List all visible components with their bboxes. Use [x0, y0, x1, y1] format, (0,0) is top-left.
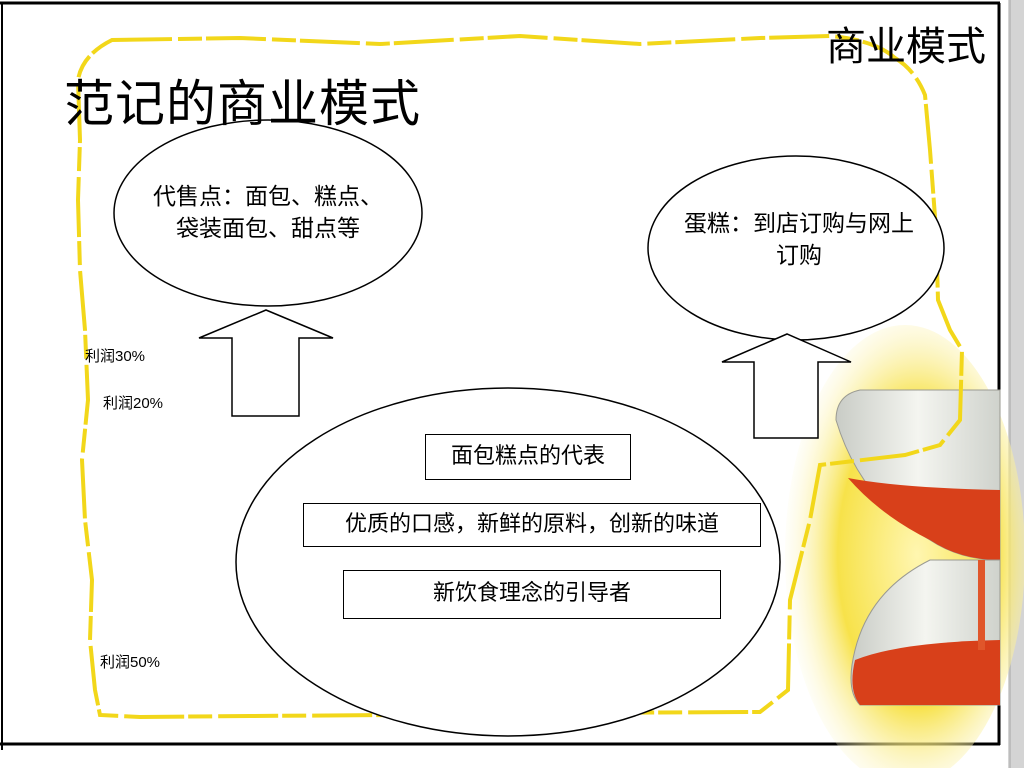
core-box-leader: 新饮食理念的引导者	[343, 570, 721, 619]
right-up-arrow	[721, 333, 852, 439]
wavy-yellow-border	[75, 33, 965, 720]
section-title: 商业模式	[826, 24, 986, 70]
profit-20-label: 利润20%	[103, 395, 164, 412]
left-ellipse	[113, 119, 423, 307]
page-title: 范记的商业模式	[64, 75, 421, 133]
left-ellipse-line2: 袋装面包、甜点等	[176, 216, 360, 242]
left-up-arrow	[198, 309, 334, 417]
core-box-quality: 优质的口感，新鲜的原料，创新的味道	[303, 503, 761, 547]
right-ellipse-line2: 订购	[776, 243, 822, 269]
core-ellipse	[235, 387, 781, 737]
left-ellipse-text: 代售点：面包、糕点、 袋装面包、甜点等	[118, 181, 418, 245]
left-ellipse-line1: 代售点：面包、糕点、	[153, 184, 383, 210]
right-ellipse-line1: 蛋糕：到店订购与网上	[684, 211, 914, 237]
profit-30-label: 利润30%	[85, 348, 146, 365]
hourglass-icon	[785, 325, 1024, 768]
core-box-representative: 面包糕点的代表	[425, 434, 631, 480]
right-ellipse-text: 蛋糕：到店订购与网上 订购	[656, 208, 942, 272]
profit-50-label: 利润50%	[100, 654, 161, 671]
